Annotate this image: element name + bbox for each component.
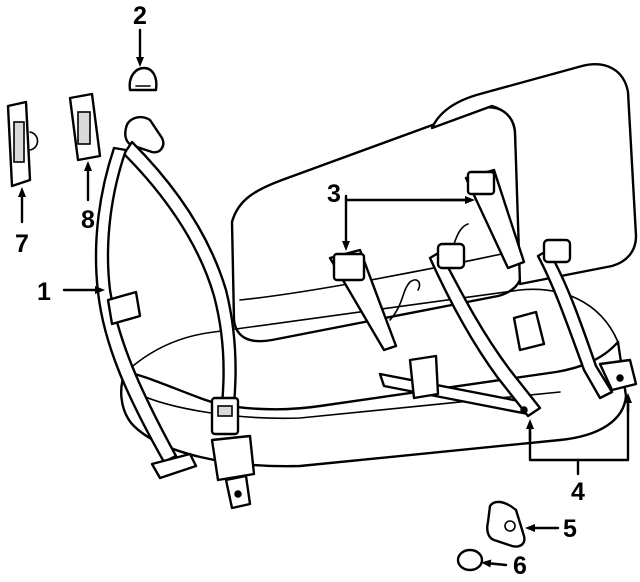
middle-belt-latch	[436, 242, 466, 270]
callout-6: 6	[513, 552, 527, 580]
rear-bench-seat	[120, 63, 638, 468]
middle-lap-belt	[428, 250, 542, 418]
cover-plate-assembly	[68, 92, 102, 162]
callout-7: 7	[15, 230, 29, 258]
callout-labels: 1 2 3 4 5 6 7 8	[15, 2, 585, 580]
center-buckle-left-head	[332, 252, 366, 282]
callout-4: 4	[571, 478, 585, 506]
seat-back-right-section	[430, 63, 638, 286]
anchor-bolt-b	[616, 374, 624, 382]
cap-part	[456, 548, 484, 572]
center-buckle-right-head	[466, 170, 496, 196]
center-buckle-assembly	[328, 168, 526, 352]
buckle-cover-assembly	[486, 500, 526, 548]
belt-trim-cover	[128, 66, 158, 92]
buckle-tongue-slot	[217, 405, 233, 417]
cap-assembly	[456, 548, 484, 572]
trim-cover-part	[128, 66, 158, 92]
seat-cushion-top-edge	[125, 288, 619, 373]
buckle-housing	[210, 434, 256, 482]
anchor-plate-slot	[13, 121, 25, 163]
anchor-bolt-a	[520, 406, 528, 414]
belt-floor-anchor	[150, 452, 198, 480]
buckle-anchor-bolt	[234, 490, 242, 498]
callout-5: 5	[563, 515, 577, 543]
anchor-plate-assembly	[6, 100, 39, 188]
callout-8: 8	[81, 206, 95, 234]
leader-6	[481, 559, 508, 568]
callout-3: 3	[327, 180, 341, 208]
middle-belt-anchor	[512, 310, 546, 352]
outboard-seat-belt-assembly	[94, 116, 256, 510]
anchor-plate-clip	[29, 131, 39, 151]
belt-guide-loop	[106, 290, 142, 326]
right-lap-belt	[536, 248, 614, 400]
cover-plate-slot	[77, 111, 91, 145]
buckle-cover-hole	[504, 520, 516, 532]
leader-lines	[18, 28, 632, 568]
shoulder-belt-webbing	[122, 140, 237, 406]
callout-1: 1	[37, 278, 51, 306]
seat-cushion	[120, 340, 628, 468]
rear-belt-anchor-assembly	[378, 223, 638, 418]
right-belt-latch	[542, 238, 572, 264]
callout-2: 2	[133, 2, 147, 30]
middle-belt-cable	[453, 223, 469, 245]
center-buckle-wire	[389, 279, 421, 321]
bracket-mount-tab	[408, 354, 440, 400]
